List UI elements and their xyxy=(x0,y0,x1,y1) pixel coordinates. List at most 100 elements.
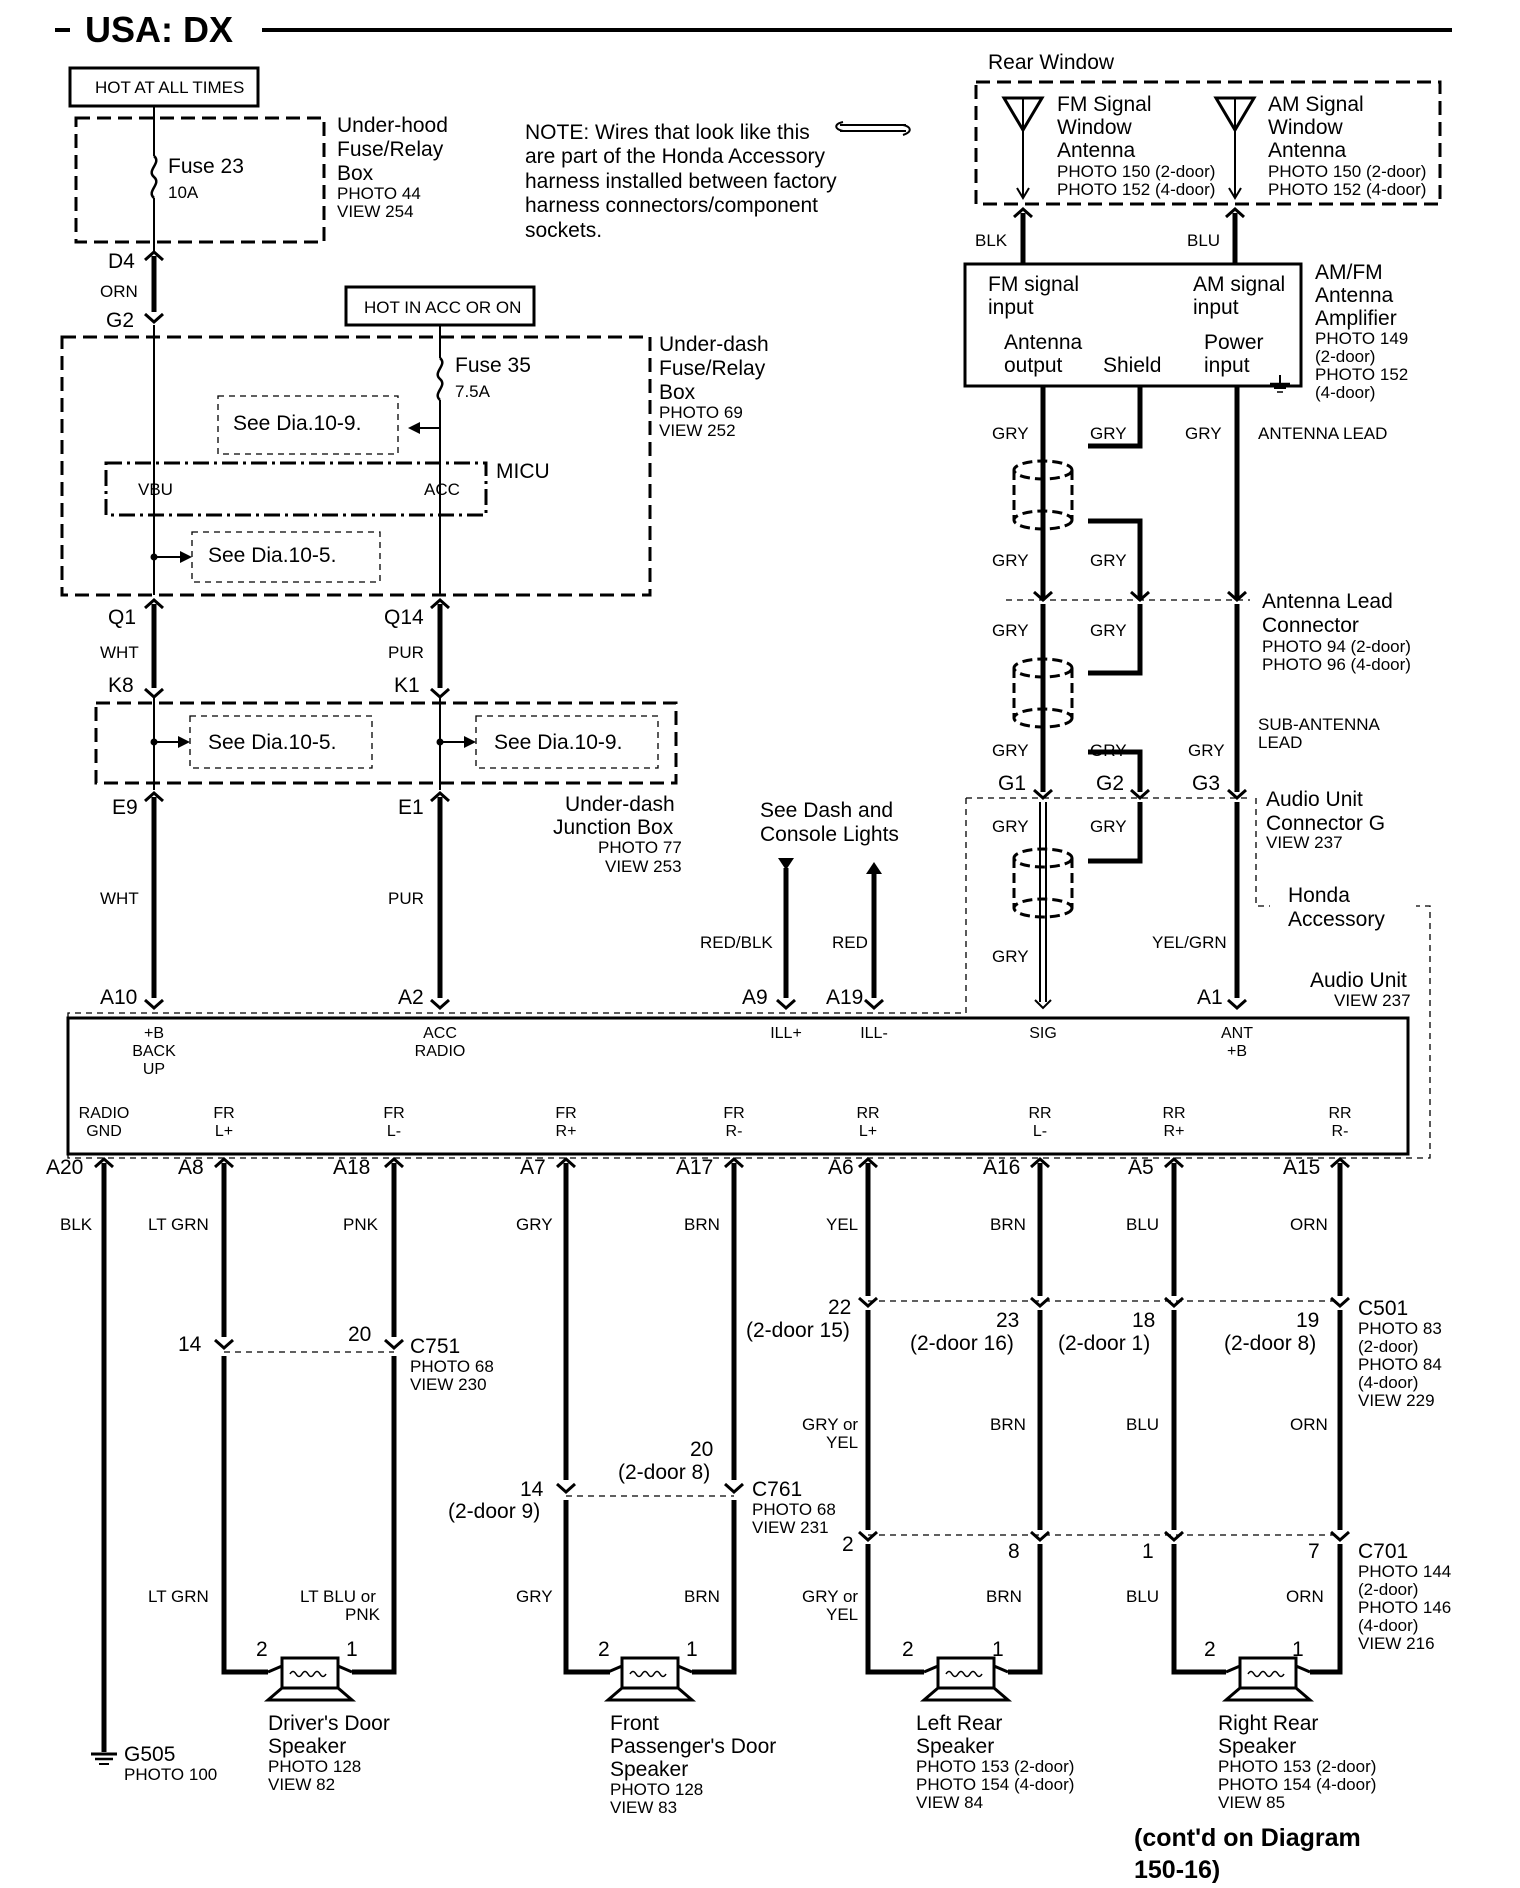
amp-power-2: input xyxy=(1204,354,1250,377)
see-dia-10-9-link-2[interactable]: See Dia.10-9. xyxy=(494,731,622,754)
wire-orn-rr-1: ORN xyxy=(1290,1215,1328,1234)
wire-red-blk: RED/BLK xyxy=(700,933,773,952)
speaker-icon xyxy=(263,1656,357,1702)
amp-name-1: AM/FM xyxy=(1315,261,1383,284)
c701-pin-7: 7 xyxy=(1308,1540,1320,1563)
underhood-name-1: Under-hood xyxy=(337,114,448,137)
wire-gry-a2: GRY xyxy=(1090,424,1127,443)
c501-line-5: VIEW 229 xyxy=(1358,1391,1435,1410)
micu-vbu: VBU xyxy=(138,480,173,499)
underdash-fuse-box: HOT IN ACC OR ON Fuse 35 7.5A See Dia.10… xyxy=(60,285,769,597)
c761-pin-20-2door: (2-door 8) xyxy=(618,1461,710,1484)
fm-antenna-name-1: FM Signal xyxy=(1057,93,1152,116)
driver-speaker-name-2: Speaker xyxy=(268,1735,346,1758)
underhood-name-2: Fuse/Relay xyxy=(337,138,444,161)
am-antenna-photo-2: PHOTO 152 (4-door) xyxy=(1268,180,1426,199)
wire-blu-rr-2: BLU xyxy=(1126,1415,1159,1434)
left-rear-speaker-name-2: Speaker xyxy=(916,1735,994,1758)
see-dia-10-5-link-2[interactable]: See Dia.10-5. xyxy=(208,731,336,754)
driver-speaker-pin-2: 2 xyxy=(256,1638,268,1661)
pin-label-rr-lp-1: RR xyxy=(856,1105,879,1122)
c701-line-5: VIEW 216 xyxy=(1358,1634,1435,1653)
dash-lights-line-1: See Dash and xyxy=(760,799,893,822)
speaker-icon xyxy=(919,1656,1013,1702)
pin-label-fr-rp-1: FR xyxy=(555,1105,576,1122)
underdash-name-1: Under-dash xyxy=(659,333,769,356)
ground-icon xyxy=(1270,375,1290,393)
left-rear-speaker-pin-1: 1 xyxy=(992,1638,1004,1661)
see-dia-10-5-link[interactable]: See Dia.10-5. xyxy=(208,544,336,567)
c501-pin-23: 23 xyxy=(996,1309,1019,1332)
c751-pin-20: 20 xyxy=(348,1323,371,1346)
shield-icon xyxy=(1012,459,1074,531)
c701-line-4: (4-door) xyxy=(1358,1616,1418,1635)
underdash-photo: PHOTO 69 xyxy=(659,403,743,422)
amp-photo-3: PHOTO 152 xyxy=(1315,365,1408,384)
pin-a7: A7 xyxy=(520,1156,546,1179)
continued-note-2: 150-16) xyxy=(1134,1856,1220,1884)
c501-line-3: PHOTO 84 xyxy=(1358,1355,1442,1374)
pin-label-fr-rm-2: R- xyxy=(726,1123,743,1140)
amp-photo-4: (4-door) xyxy=(1315,383,1375,402)
antenna-amplifier: FM signal input AM signal input Antenna … xyxy=(963,261,1408,402)
underdash-name-3: Box xyxy=(659,381,696,404)
c751-view: VIEW 230 xyxy=(410,1375,487,1394)
pin-a6: A6 xyxy=(828,1156,854,1179)
junction-name-1: Under-dash xyxy=(565,793,675,816)
ground-g505: G505 xyxy=(124,1743,175,1766)
c701-pin-8: 8 xyxy=(1008,1540,1020,1563)
rear-speaker-circuits: YEL BRN BLU ORN 22 (2-door 15) 23 (2-doo… xyxy=(746,1163,1451,1812)
dash-lights-line-2: Console Lights xyxy=(760,823,899,846)
wire-gry-c1: GRY xyxy=(992,621,1029,640)
power-feed: D4 ORN G2 xyxy=(100,242,165,332)
see-dia-10-9-link[interactable]: See Dia.10-9. xyxy=(233,412,361,435)
wire-gry-e3: GRY xyxy=(992,947,1029,966)
amp-photo-2: (2-door) xyxy=(1315,347,1375,366)
pin-label-ant: ANT xyxy=(1221,1025,1253,1042)
underdash-name-2: Fuse/Relay xyxy=(659,357,766,380)
pin-label-fr-lp-1: FR xyxy=(213,1105,234,1122)
wire-gry-b2: GRY xyxy=(1090,551,1127,570)
micu-outputs: Q1 Q14 WHT PUR K8 K1 xyxy=(100,598,451,699)
ground-photo: PHOTO 100 xyxy=(124,1765,217,1784)
dash-lights: See Dash and Console Lights RED/BLK RED … xyxy=(700,799,899,1010)
wire-blk-antenna: BLK xyxy=(975,231,1008,250)
note-line-3: harness installed between factory xyxy=(525,170,837,193)
fuse-23-amp: 10A xyxy=(168,183,199,202)
driver-speaker-photo: PHOTO 128 xyxy=(268,1757,361,1776)
pin-q1: Q1 xyxy=(108,606,136,629)
c501-pin-22: 22 xyxy=(828,1296,851,1319)
wire-yel-3: YEL xyxy=(826,1605,858,1624)
wire-gry-c2: GRY xyxy=(1090,621,1127,640)
am-antenna-photo-1: PHOTO 150 (2-door) xyxy=(1268,162,1426,181)
wire-orn: ORN xyxy=(100,282,138,301)
wire-yel-2: YEL xyxy=(826,1433,858,1452)
wire-gry-or-1: GRY or xyxy=(802,1415,858,1434)
front-pass-speaker-name-1: Front xyxy=(610,1712,659,1735)
audio-unit: +B BACK UP ACC RADIO ILL+ ILL- SIG ANT +… xyxy=(66,1016,1410,1156)
wire-gry-b1: GRY xyxy=(992,551,1029,570)
wire-gry-e2: GRY xyxy=(1090,817,1127,836)
wire-lt-blu-or: LT BLU or xyxy=(300,1587,376,1606)
driver-speaker-name-1: Driver's Door xyxy=(268,1712,390,1735)
accessory-note: NOTE: Wires that look like this are part… xyxy=(525,121,911,242)
antenna-lead-name-2: Connector xyxy=(1262,614,1359,637)
pin-g2-left: G2 xyxy=(106,309,134,332)
c751-pin-14: 14 xyxy=(178,1333,202,1356)
wire-yel-1: YEL xyxy=(826,1215,858,1234)
c501-name: C501 xyxy=(1358,1297,1408,1320)
front-passenger-speaker-circuit: GRY BRN 14 (2-door 9) 20 (2-door 8) C761… xyxy=(448,1163,836,1817)
right-rear-speaker-pin-1: 1 xyxy=(1292,1638,1304,1661)
pin-a9: A9 xyxy=(742,986,768,1009)
pin-e1: E1 xyxy=(398,796,424,819)
pin-label-rr-rm-2: R- xyxy=(1332,1123,1349,1140)
audio-unit-view: VIEW 237 xyxy=(1334,991,1411,1010)
pin-label-radio-gnd-2: GND xyxy=(86,1123,122,1140)
c501-pin-22-2door: (2-door 15) xyxy=(746,1319,850,1342)
c701-pin-2: 2 xyxy=(842,1533,854,1556)
pin-label-ill-minus: ILL- xyxy=(860,1025,888,1042)
fm-antenna-photo-1: PHOTO 150 (2-door) xyxy=(1057,162,1215,181)
pin-a1: A1 xyxy=(1197,986,1223,1009)
rear-window: Rear Window FM Signal Window Antenna PHO… xyxy=(974,51,1442,264)
note-line-4: harness connectors/component xyxy=(525,194,818,217)
